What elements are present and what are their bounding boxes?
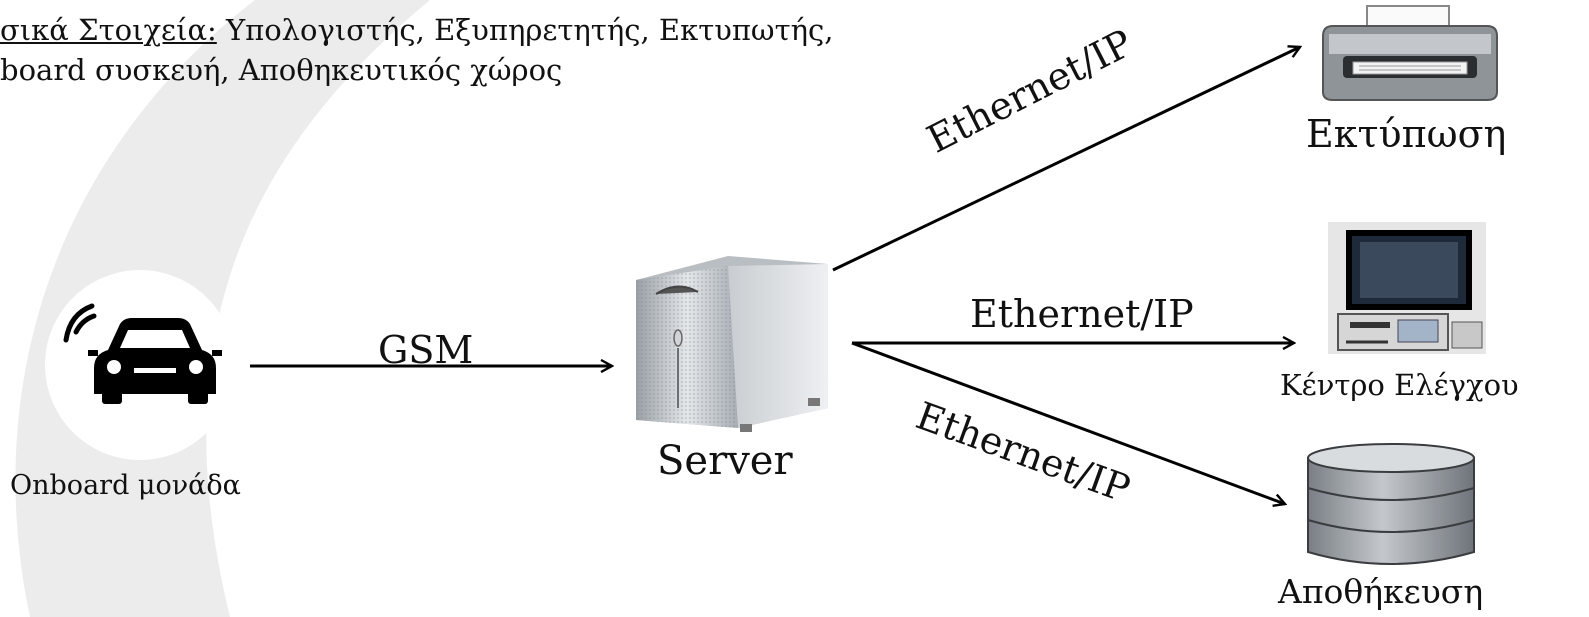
printer-icon — [1322, 5, 1498, 101]
hardware-elements-list-2: board συσκευή, Αποθηκευτικός χώρος — [0, 53, 563, 87]
printer-link-arrow — [832, 47, 1300, 272]
computer-icon — [1328, 222, 1486, 354]
hardware-elements-list-1: Υπολογιστής, Εξυπηρετητής, Εκτυπωτής, — [216, 13, 834, 47]
printer-label: Εκτύπωση — [1306, 112, 1507, 156]
control-center-label: Κέντρο Ελέγχου — [1280, 368, 1519, 402]
storage-label: Αποθήκευση — [1278, 572, 1484, 611]
car-icon — [45, 270, 235, 460]
hardware-elements-text: σικά Στοιχεία: Υπολογιστής, Εξυπηρετητής… — [0, 10, 833, 90]
onboard-unit-label: Onboard μονάδα — [10, 470, 241, 501]
server-icon — [636, 256, 828, 432]
database-icon — [1307, 443, 1475, 565]
storage-link-arrow — [851, 341, 1285, 504]
control-link-label: Ethernet/IP — [970, 292, 1194, 336]
server-label: Server — [657, 438, 793, 484]
gsm-label: GSM — [378, 328, 474, 372]
hardware-elements-label: σικά Στοιχεία: — [0, 13, 217, 47]
